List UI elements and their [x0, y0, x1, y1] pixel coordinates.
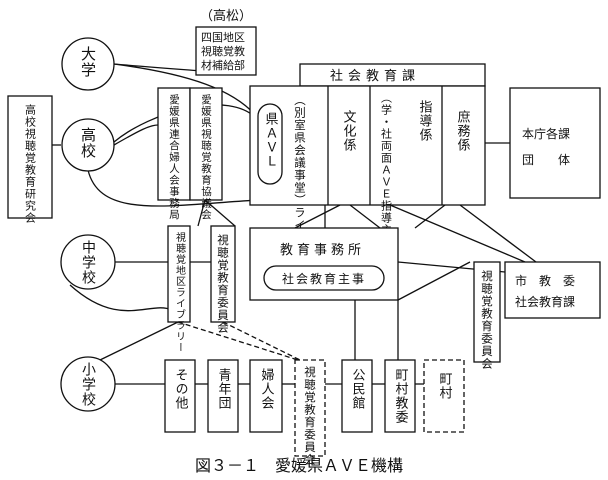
junior-high-label: 中学校	[80, 240, 96, 285]
shikoku-center-line3: 材補給部	[201, 58, 245, 72]
av-committee-lower-label: 視聴覚教育委員会	[303, 365, 317, 466]
shikoku-center-line2: 視聴覚教	[201, 44, 245, 58]
av-committee-right-box	[473, 261, 501, 363]
social-edu-division-box	[249, 85, 486, 206]
pref-ave-label: 県ＡＶＬ	[263, 112, 279, 168]
community-hall-box	[341, 359, 373, 433]
city-board-box	[504, 261, 601, 319]
women-assoc-box	[157, 87, 191, 201]
town-board-box	[384, 359, 416, 433]
youth-label: 青年団	[216, 368, 232, 410]
social-edu-officer-pill	[263, 265, 385, 291]
av-committee-right-label: 視聴覚教育委員会	[480, 269, 494, 370]
av-committee-upper-box	[210, 225, 236, 323]
city-board-line1: 市 教 委	[515, 273, 575, 288]
general-affairs-label: 庶務係	[455, 109, 471, 152]
edu-office-label: 教育事務所	[280, 242, 365, 258]
shikoku-center-line1: 四国地区	[201, 31, 245, 44]
connector-lines	[52, 63, 541, 385]
others-box	[164, 359, 196, 433]
hs-research-label: 高校視聴覚教育研究会	[24, 103, 37, 224]
university-circle	[61, 37, 115, 91]
takamatsu-label: （高松）	[200, 8, 252, 24]
main-office-line2: 団 体	[522, 153, 570, 167]
high-school-circle	[61, 118, 115, 172]
guidance-label: 指導係	[417, 100, 433, 142]
city-board-line2: 社会教育課	[515, 294, 575, 309]
town-label: 町村	[437, 372, 453, 400]
hs-research-box	[7, 95, 53, 219]
social-edu-division-label: 社会教育課	[330, 68, 420, 84]
high-school-label: 高校	[79, 127, 97, 159]
av-assoc-label: 愛媛県視聴覚教育協議会	[200, 93, 212, 220]
town-board-label: 町村教委	[393, 368, 409, 424]
town-box	[423, 359, 465, 433]
community-hall-label: 公民館	[350, 368, 366, 410]
social-edu-officer-label: 社会教育主事	[282, 271, 366, 286]
av-district-library-label: 視聴覚地区ライブラリー	[174, 231, 186, 353]
av-assoc-box	[189, 87, 223, 201]
elementary-label: 小学校	[80, 362, 96, 407]
women-assoc-label: 愛媛県連合婦人会事務局	[168, 93, 180, 220]
av-district-library-box	[167, 225, 191, 323]
av-committee-upper-label: 視聴覚教育委員会	[216, 233, 230, 334]
others-label: その他	[173, 368, 189, 410]
figure-caption: 図３－１ 愛媛県ＡＶＥ機構	[195, 456, 403, 475]
pref-ave-pill	[257, 103, 283, 185]
culture-label: 文化係	[341, 110, 357, 152]
junior-high-circle	[60, 234, 116, 290]
school-circles: 大学 高校 中学校 小学校	[60, 37, 116, 412]
av-guidance-label: （学・社両面ＡＶＥ指導主事）	[380, 92, 393, 260]
shikoku-center-box	[195, 26, 257, 76]
women-label: 婦人会	[259, 367, 275, 410]
elementary-circle	[60, 356, 116, 412]
university-label: 大学	[79, 46, 97, 78]
main-office-line1: 本庁各課	[522, 126, 570, 141]
av-committee-lower-box	[294, 359, 326, 457]
women-box	[249, 359, 283, 433]
main-office-box	[509, 87, 601, 199]
youth-box	[207, 359, 239, 433]
